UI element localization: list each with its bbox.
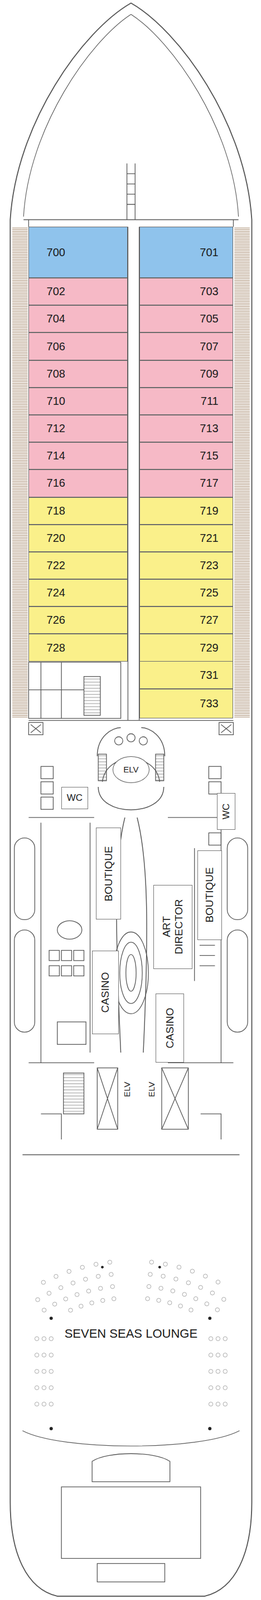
cabin-number: 721 [199,532,219,546]
cabin-box: 701 [139,226,234,279]
room-label: ELV [123,765,139,776]
cabin-box: 733 [139,689,234,720]
cabin-number: 714 [46,450,66,463]
cabin-box: 720 [28,525,128,553]
room-label: ELV [122,1083,133,1099]
casino-room: CASINO [155,994,185,1065]
cabin-number: 708 [46,368,66,381]
cabin-number: 719 [199,505,219,519]
cabin-number: 705 [199,312,219,326]
wc-room: WC [61,788,89,811]
cabin-number: 704 [46,312,66,326]
cabin-number: 720 [46,532,66,546]
cabin-box: 704 [28,305,128,333]
cabin-box: 712 [28,415,128,443]
cabin-box: 723 [139,552,234,580]
cabin-number: 712 [46,422,66,436]
cabin-number: 733 [199,698,219,712]
cabin-box: 709 [139,360,234,389]
wc-room: WC [216,794,236,831]
cabin-box: 702 [28,278,128,306]
room-label: ART DIRECTOR [160,899,186,957]
cabin-box: 708 [28,360,128,389]
cabin-box: 718 [28,498,128,526]
lounge-area: SEVEN SEAS LOUNGE [40,1322,221,1350]
casino-room: CASINO [92,951,119,1036]
cabin-box: 705 [139,305,234,333]
cabin-box: 713 [139,415,234,443]
cabin-box: 716 [28,470,128,498]
cabin-box: 728 [28,634,128,662]
cabin-number: 715 [199,450,219,463]
cabin-number: 728 [46,642,66,656]
cabin-box: 731 [139,661,234,690]
cabin-number: 707 [199,340,219,354]
cabin-box: 707 [139,332,234,361]
cabin-number: 731 [199,669,219,683]
cabin-number: 717 [199,477,219,491]
elevator-label: ELV [144,1072,161,1110]
room-label: BOUTIQUE [203,868,216,925]
room-label: BOUTIQUE [102,847,115,903]
cabin-number: 727 [199,614,219,628]
cabin-box: 726 [28,607,128,635]
cabin-number: 702 [46,285,66,299]
cabin-box: 719 [139,498,234,526]
cabin-number: 711 [200,395,219,409]
boutique-room: BOUTIQUE [95,828,121,921]
room-label: ELV [147,1083,157,1099]
elevator-lobby: ELV [112,757,150,785]
cabin-number: 716 [46,477,66,491]
cabin-box: 727 [139,607,234,635]
elevator-label: ELV [119,1072,136,1110]
cabin-number: 706 [46,340,66,354]
cabin-number: 723 [199,559,219,573]
cabin-number: 710 [46,395,66,409]
cabin-number: 700 [46,246,66,260]
cabin-box: 711 [139,388,234,416]
cabin-box: 703 [139,278,234,306]
room-label: WC [220,804,232,821]
room-label: SEVEN SEAS LOUNGE [64,1328,198,1343]
cabin-number: 722 [46,559,66,573]
cabin-number: 713 [199,422,219,436]
cabin-number: 726 [46,614,66,628]
cabin-number: 703 [199,285,219,299]
cabin-number: 724 [46,587,66,601]
cabin-box: 724 [28,580,128,608]
cabin-box: 722 [28,552,128,580]
cabin-box: 717 [139,470,234,498]
ship-structure [10,3,252,1599]
cabin-box: 706 [28,332,128,361]
cabin-number: 725 [199,587,219,601]
room-label: WC [66,793,83,805]
room-label: CASINO [163,1009,177,1051]
cabin-box: 714 [28,442,128,471]
cabin-box: 725 [139,580,234,608]
cabin-number: 718 [46,505,66,519]
cabin-box: 710 [28,388,128,416]
cabin-box: 729 [139,634,234,662]
cabin-box: 721 [139,525,234,553]
cabin-number: 701 [199,246,219,260]
cabin-number: 729 [199,642,219,656]
cabin-box: 700 [28,226,128,279]
art-director-room: ART DIRECTOR [153,886,193,970]
cabin-number: 709 [199,368,219,381]
cabin-box: 715 [139,442,234,471]
boutique-room: BOUTIQUE [197,851,222,942]
room-label: CASINO [99,973,112,1014]
